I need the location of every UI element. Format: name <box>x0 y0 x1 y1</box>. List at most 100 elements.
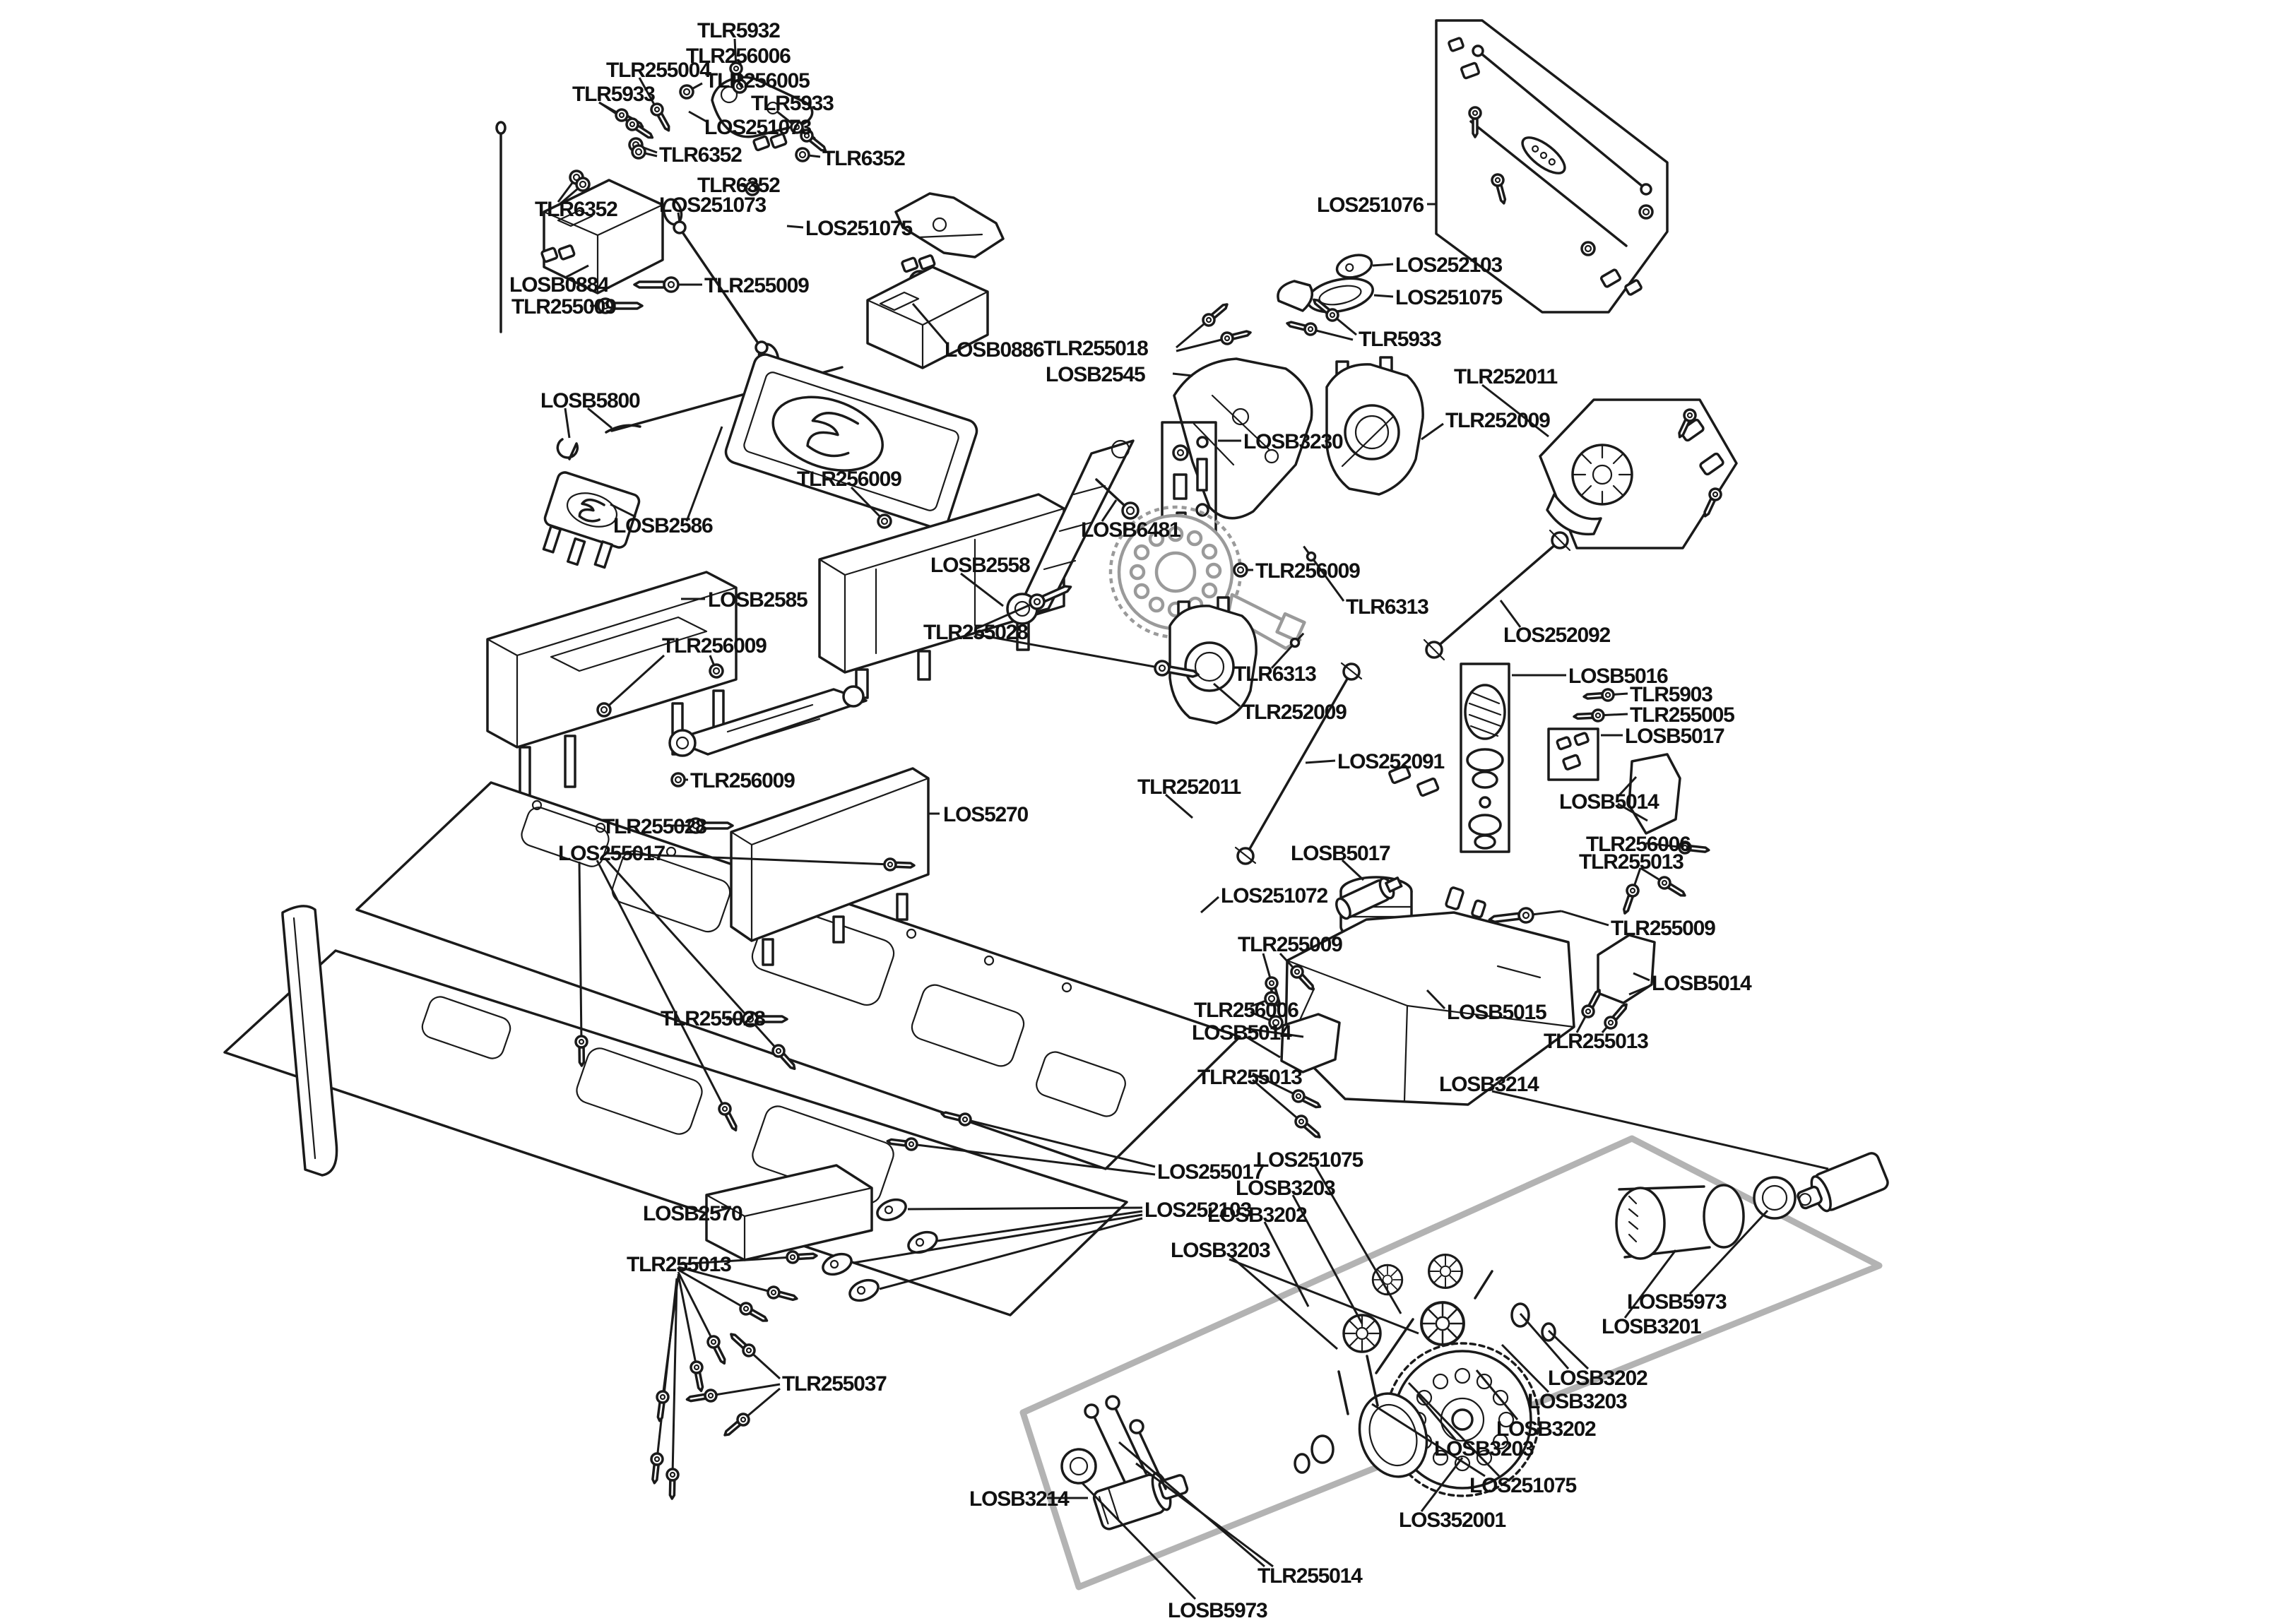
leader-line <box>1200 896 1219 914</box>
part-label-losb3202: LOSB3202 <box>1207 1203 1307 1227</box>
shaft-seal <box>1060 1448 1097 1485</box>
chassis-brace-lower <box>668 685 868 757</box>
part-label-tlr6313: TLR6313 <box>1346 595 1428 619</box>
part-label-los5270: LOS5270 <box>943 803 1029 826</box>
leader-line <box>1252 1072 1299 1098</box>
diff-bevel-gear <box>1421 1302 1464 1345</box>
side-guard-tray <box>730 767 930 966</box>
leader-line <box>974 633 1163 670</box>
steering-servo <box>866 266 989 369</box>
leader-line <box>1421 422 1444 441</box>
part-label-losb5973: LOSB5973 <box>1168 1599 1267 1622</box>
leader-line <box>786 225 804 229</box>
part-label-tlr256006: TLR256006 <box>1194 999 1298 1022</box>
leader-line <box>1547 1329 1590 1370</box>
diff-washer <box>1310 1434 1335 1464</box>
part-label-tlr252009: TLR252009 <box>1242 701 1347 724</box>
part-label-losb3214: LOSB3214 <box>969 1487 1070 1511</box>
part-label-tlr256009: TLR256009 <box>1255 559 1360 583</box>
part-label-tlr256009: TLR256009 <box>797 468 901 491</box>
leader-line <box>747 1349 781 1380</box>
leader-line <box>564 408 571 439</box>
steering-rack-parts <box>1277 254 1374 314</box>
leader-line <box>1628 985 1650 996</box>
screw-icon <box>688 1359 709 1393</box>
mount-pad <box>845 1275 883 1306</box>
part-label-tlr255005: TLR255005 <box>1630 703 1734 727</box>
diff-gasket <box>1358 1392 1428 1478</box>
screw-icon <box>1582 687 1616 704</box>
part-label-los252103: LOS252103 <box>1144 1199 1251 1222</box>
part-label-losb0884: LOSB0884 <box>509 273 610 297</box>
leader-line <box>1165 793 1193 819</box>
part-label-losb5973: LOSB5973 <box>1627 1290 1727 1314</box>
leader-line <box>1135 1462 1274 1568</box>
part-label-tlr255013: TLR255013 <box>627 1253 731 1276</box>
screw-icon <box>633 276 680 293</box>
leader-line <box>937 1210 1143 1242</box>
part-label-tlr255009: TLR255009 <box>1238 933 1342 956</box>
gearbox-housing-lower <box>1168 596 1258 725</box>
driveshaft-dogbone-rear <box>1423 529 1571 661</box>
diff-cross-pin <box>1375 1318 1414 1374</box>
screw-icon <box>1655 874 1689 902</box>
diff-outdrive-cup <box>1615 1184 1745 1260</box>
part-label-tlr255018: TLR255018 <box>1043 337 1148 360</box>
diff-group-box <box>1019 1135 1883 1591</box>
leader-line <box>1310 556 1345 602</box>
leader-line <box>1499 600 1522 628</box>
screw-icon <box>785 1249 819 1265</box>
leader-line <box>1617 802 1648 822</box>
leader-line <box>1475 1369 1519 1420</box>
tank-mount-bracket <box>1597 934 1656 1004</box>
part-label-tlr255009: TLR255009 <box>511 295 616 319</box>
part-label-losb3203: LOSB3203 <box>1434 1437 1534 1461</box>
nut-icon <box>677 82 697 102</box>
screw-icon <box>623 115 657 144</box>
leader-line <box>1310 328 1354 341</box>
nut-icon <box>629 143 648 161</box>
leader-line <box>710 1383 781 1397</box>
leader-line <box>677 1273 698 1368</box>
part-label-losb3202: LOSB3202 <box>1548 1367 1647 1390</box>
diff-cross-pin <box>1474 1270 1493 1300</box>
leader-line <box>1373 294 1394 298</box>
antenna-tube <box>495 121 507 333</box>
part-label-los352001: LOS352001 <box>1399 1509 1505 1532</box>
part-label-tlr5933: TLR5933 <box>1359 328 1441 351</box>
screw-icon <box>665 1468 680 1500</box>
part-label-tlr256009: TLR256009 <box>690 769 795 792</box>
part-label-los255017: LOS255017 <box>1157 1160 1264 1184</box>
leader-line <box>677 1271 715 1343</box>
part-label-losb3214: LOSB3214 <box>1439 1073 1539 1096</box>
part-label-losb2586: LOSB2586 <box>613 514 713 537</box>
part-label-tlr256006: TLR256006 <box>686 44 791 68</box>
clutch-bolt <box>1095 478 1140 520</box>
output-coupler <box>1092 1472 1189 1530</box>
part-label-losb5014: LOSB5014 <box>1652 972 1752 995</box>
diff-bevel-gear <box>1428 1254 1463 1289</box>
screw-icon <box>652 1389 670 1423</box>
part-label-tlr255013: TLR255013 <box>1544 1030 1648 1053</box>
center-diff-ghost <box>1108 505 1306 650</box>
leader-line <box>1229 1254 1338 1350</box>
part-label-los251075: LOS251075 <box>1469 1474 1576 1497</box>
part-label-losb3203: LOSB3203 <box>1171 1239 1270 1262</box>
part-label-tlr255009: TLR255009 <box>1611 917 1715 940</box>
tank-mount-box <box>1547 727 1599 781</box>
part-label-losb2545: LOSB2545 <box>1046 363 1145 386</box>
screw-icon <box>765 1284 800 1306</box>
leader-line <box>610 503 637 518</box>
front-bumper-plate <box>705 1164 873 1261</box>
part-label-los251073: LOS251073 <box>704 116 811 139</box>
leader-line <box>974 600 1038 631</box>
screw-icon <box>704 1333 731 1367</box>
leader-line <box>911 303 948 344</box>
part-label-losb5017: LOSB5017 <box>1625 725 1724 748</box>
part-label-los251072: LOS251072 <box>1221 884 1327 908</box>
part-label-tlr256006: TLR256006 <box>1586 833 1691 856</box>
screw-icon <box>1289 1087 1324 1113</box>
leader-line <box>1252 1078 1302 1123</box>
labels: TLR5932TLR256006TLR255004TLR256005TLR593… <box>509 19 1753 1622</box>
